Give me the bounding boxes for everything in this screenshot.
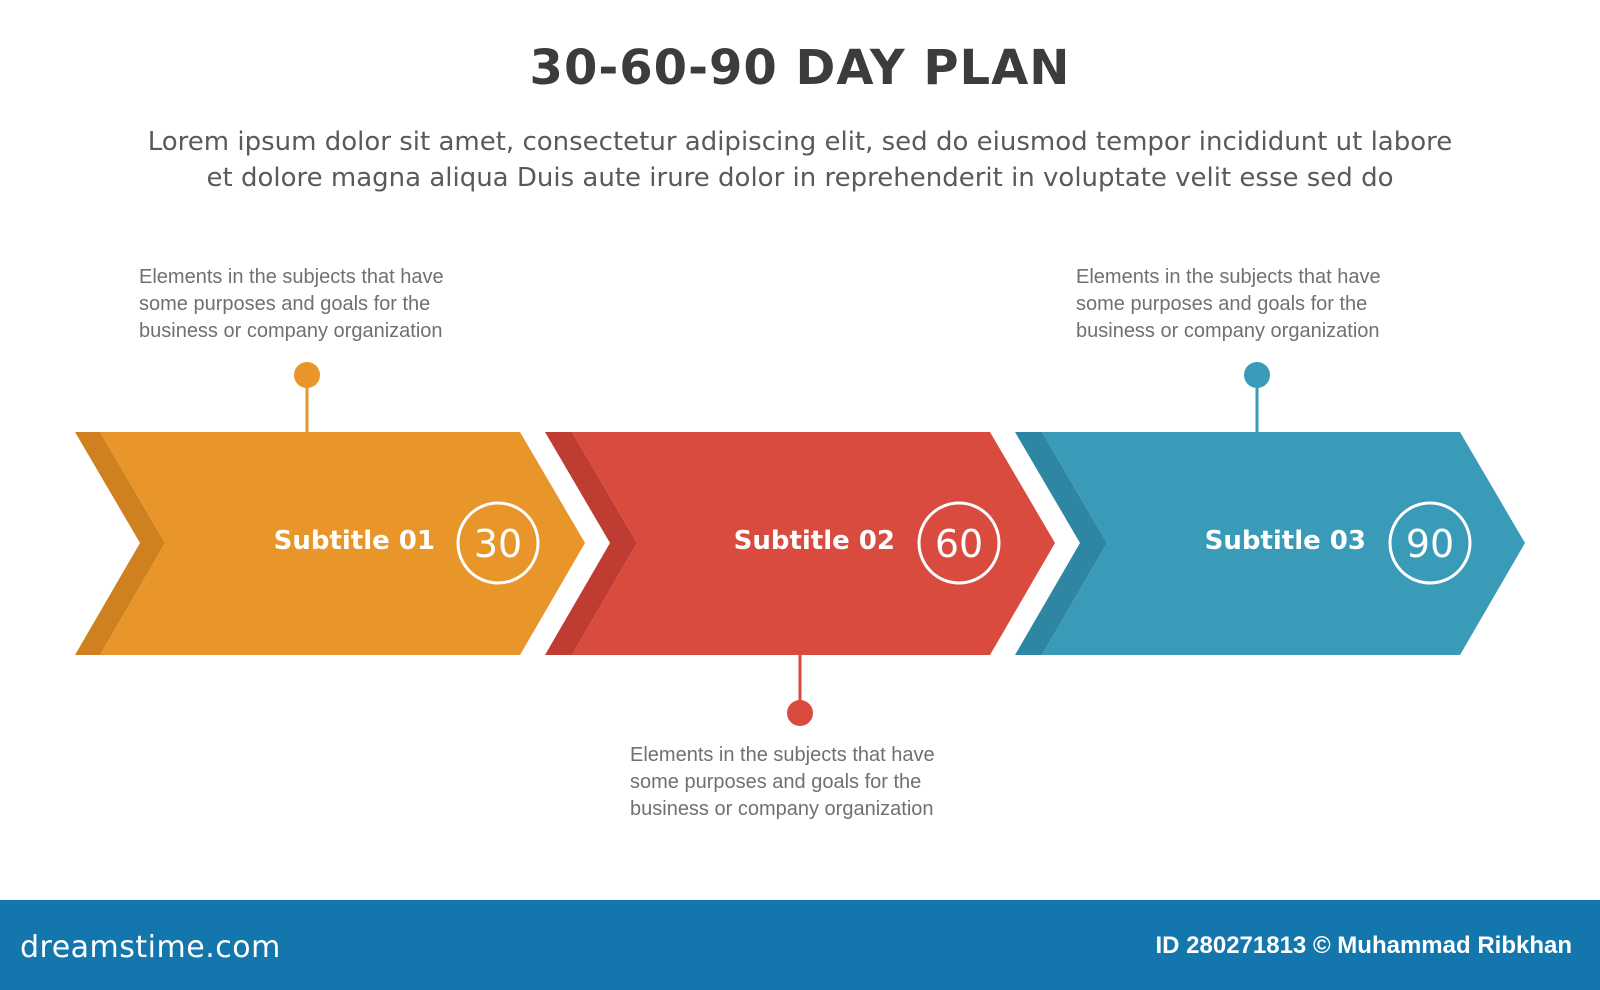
connector-dot-1 [294, 362, 320, 388]
arrow-2-shadow [545, 432, 637, 655]
step-3-desc-line-2: some purposes and goals for the [1076, 293, 1368, 315]
step-2-number: 60 [935, 522, 983, 566]
step-1-label: Subtitle 01 [274, 526, 435, 556]
step-arrow-2: Subtitle 02 60 [545, 432, 1055, 655]
step-3-desc-line-1: Elements in the subjects that have [1076, 266, 1381, 288]
step-arrow-3: Subtitle 03 90 [1015, 432, 1525, 655]
step-3-badge [1388, 501, 1472, 585]
step-3-label: Subtitle 03 [1205, 526, 1366, 556]
step-2-description: Elements in the subjects that have some … [630, 742, 990, 823]
step-2-label: Subtitle 02 [734, 526, 895, 556]
page-title: 30-60-90 DAY PLAN [529, 40, 1071, 96]
footer-bar: dreamstime.com ID 280271813 © Muhammad R… [0, 900, 1600, 990]
intro-line-1: Lorem ipsum dolor sit amet, consectetur … [147, 127, 1453, 157]
plan-diagram: Subtitle 01 30 Subtitle 02 60 Subtitle 0… [75, 362, 1525, 726]
step-2-desc-line-3: business or company organization [630, 798, 934, 820]
connector-dot-3 [1244, 362, 1270, 388]
step-1-badge [456, 501, 540, 585]
step-1-desc-line-2: some purposes and goals for the [139, 293, 431, 315]
step-1-desc-line-1: Elements in the subjects that have [139, 266, 444, 288]
step-2-badge [917, 501, 1001, 585]
step-1-number: 30 [474, 522, 522, 566]
arrow-1-shadow [75, 432, 165, 655]
intro-line-2: et dolore magna aliqua Duis aute irure d… [206, 163, 1394, 193]
step-3-description: Elements in the subjects that have some … [1076, 264, 1436, 345]
intro-text: Lorem ipsum dolor sit amet, consectetur … [60, 124, 1540, 196]
step-1-description: Elements in the subjects that have some … [139, 264, 499, 345]
connector-dot-2 [787, 700, 813, 726]
step-1-desc-line-3: business or company organization [139, 320, 443, 342]
arrow-1-body [100, 432, 585, 655]
arrow-2-body [572, 432, 1055, 655]
step-2-desc-line-2: some purposes and goals for the [630, 771, 922, 793]
step-3-desc-line-3: business or company organization [1076, 320, 1380, 342]
footer-credit: ID 280271813 © Muhammad Ribkhan [1155, 932, 1572, 959]
footer-logo[interactable]: dreamstime.com [20, 930, 281, 965]
arrow-3-body [1042, 432, 1525, 655]
step-3-number: 90 [1406, 522, 1454, 566]
arrow-3-shadow [1015, 432, 1107, 655]
step-arrow-1: Subtitle 01 30 [75, 432, 585, 655]
step-2-desc-line-1: Elements in the subjects that have [630, 744, 935, 766]
